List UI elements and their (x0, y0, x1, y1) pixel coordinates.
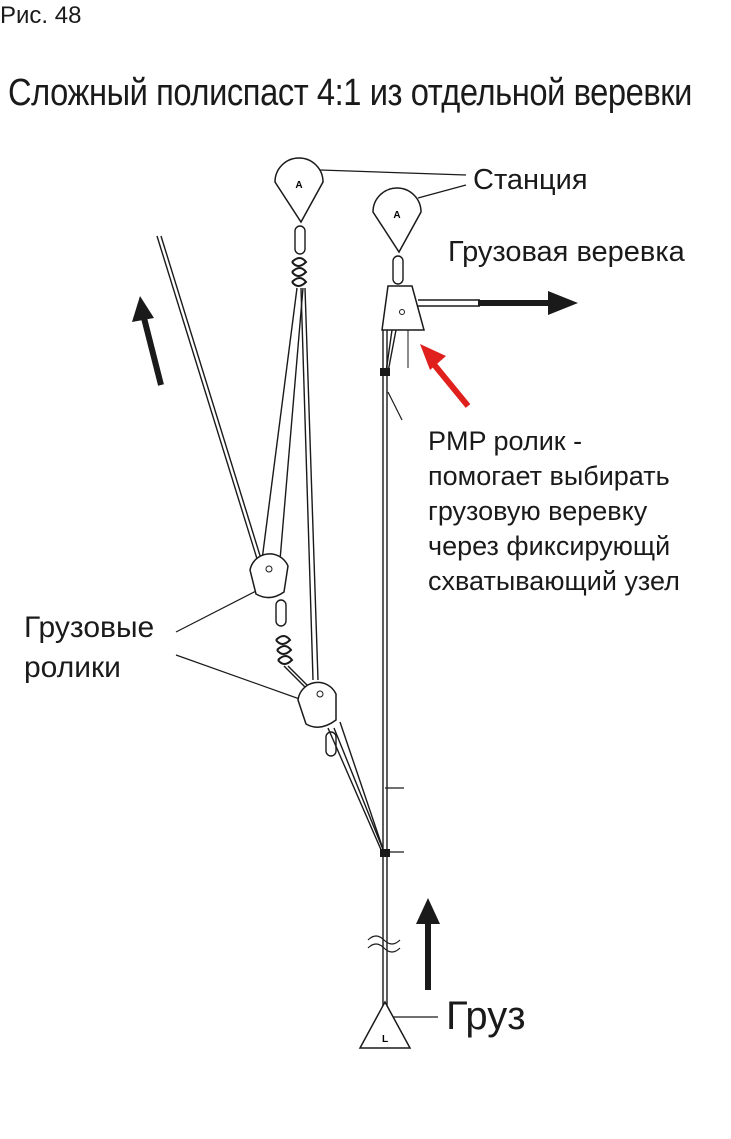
rope-segment (300, 287, 314, 681)
pmp-label-line: схватывающий узел (428, 566, 680, 596)
prusik-knot (380, 368, 390, 376)
arrow-load-up (416, 898, 440, 990)
load-pulleys-leader-line (175, 587, 263, 633)
rope-segment (283, 665, 307, 689)
rope-segment (261, 287, 298, 561)
rope-segment (339, 721, 385, 853)
rope-segment (279, 287, 304, 561)
ropes (156, 235, 480, 1012)
load-pulleys-label-line: ролики (24, 651, 121, 684)
rope-segment (327, 727, 383, 853)
prusik-knot (380, 849, 390, 857)
rope-segment (287, 665, 311, 689)
load-pulleys-label: Грузовые ролики (24, 608, 154, 688)
anchor-letter: A (295, 180, 302, 191)
haul-rope-label: Грузовая веревка (448, 236, 685, 268)
rope-segment (333, 727, 385, 853)
rope-segment (304, 287, 319, 681)
station-leader-line (417, 184, 467, 199)
pmp-label-line: грузовую веревку (428, 496, 648, 526)
carabiner (275, 599, 287, 627)
pmp-label-line: помогает выбирать (428, 461, 670, 491)
station-leader-line (319, 169, 467, 176)
figure-label: Рис. 48 (0, 2, 82, 29)
anchor-letter: A (393, 210, 400, 221)
carabiner (325, 731, 337, 757)
break-mark (367, 935, 401, 953)
pmp-pulley (381, 285, 425, 331)
load-pulley-lower (297, 681, 337, 728)
load-label: Груз (446, 994, 526, 1038)
load-pulleys-label-line: Грузовые (24, 611, 155, 644)
arrow-pmp-red (420, 344, 471, 408)
pmp-leader-line (387, 391, 403, 421)
rope-segment (156, 235, 259, 563)
pmp-pulley-label: PMP ролик - помогает выбирать грузовую в… (428, 424, 728, 599)
station-label: Станция (473, 164, 588, 196)
diagram-title: Сложный полиспаст 4:1 из отдельной верев… (8, 72, 693, 114)
pmp-label-line: PMP ролик - (428, 426, 583, 456)
rope-segment (160, 235, 263, 563)
right-anchor-carabiner (392, 255, 404, 285)
anchor-left: A (274, 157, 324, 224)
arrow-pull-up-left (132, 296, 164, 386)
load-pulleys-leader-line (175, 654, 309, 703)
prusik-cord (387, 329, 397, 373)
load-weight: L (358, 1000, 412, 1049)
leader-lines (175, 169, 467, 1018)
load-pulley-upper (249, 553, 289, 599)
knot (275, 635, 294, 665)
load-letter: L (382, 1034, 388, 1045)
prusik-cord (385, 329, 393, 373)
arrow-haul-right (478, 291, 578, 315)
anchor-right: A (372, 187, 422, 254)
pmp-label-line: через фиксирующй (428, 531, 671, 561)
left-anchor-sling (291, 225, 308, 287)
